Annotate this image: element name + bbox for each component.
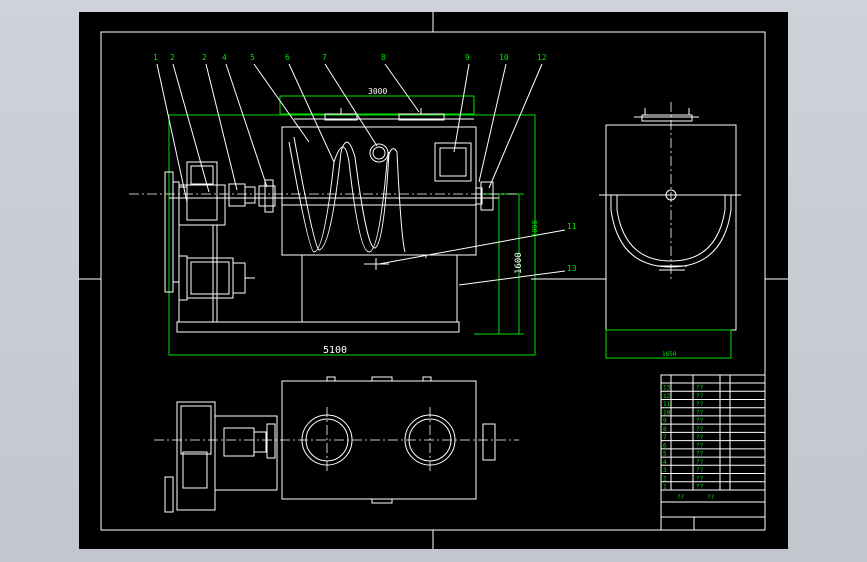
table-item-number: 6 [663, 442, 667, 449]
table-item-name: ?? [696, 451, 704, 458]
side-view [531, 102, 741, 359]
part-label-6: 6 [285, 53, 290, 62]
table-item-number: 5 [663, 451, 667, 458]
table-item-name: ?? [696, 484, 704, 491]
table-item-number: 10 [663, 409, 671, 416]
front-view [129, 63, 566, 356]
table-item-name: ?? [696, 426, 704, 433]
table-item-name: ?? [696, 442, 704, 449]
dimension-inner-height: 1098 [531, 220, 539, 237]
table-item-name: ?? [696, 401, 704, 408]
part-label-2a: 2 [170, 53, 175, 62]
table-item-number: 1 [663, 484, 667, 491]
table-item-number: 3 [663, 467, 667, 474]
part-label-8: 8 [381, 53, 386, 62]
table-item-name: ?? [696, 385, 704, 392]
table-item-number: 11 [663, 401, 671, 408]
table-bottom-text-2: ?? [707, 494, 715, 501]
table-item-name: ?? [696, 409, 704, 416]
table-item-name: ?? [696, 393, 704, 400]
part-label-2b: 2 [202, 53, 207, 62]
table-item-name: ?? [696, 459, 704, 466]
table-item-number: 8 [663, 426, 667, 433]
part-label-11: 11 [567, 222, 577, 231]
part-label-4: 4 [222, 53, 227, 62]
table-item-name: ?? [696, 418, 704, 425]
drawing-sheet[interactable]: 1 2 2 4 5 6 7 8 9 10 12 11 13 3000 5100 … [79, 12, 788, 549]
part-label-9: 9 [465, 53, 470, 62]
part-label-10: 10 [499, 53, 509, 62]
dimension-overall-length: 5100 [323, 345, 347, 356]
drawing-canvas: 1 2 2 4 5 6 7 8 9 10 12 11 13 3000 5100 … [79, 12, 788, 549]
dimension-height: 1600 [514, 252, 524, 274]
part-label-5: 5 [250, 53, 255, 62]
part-label-1: 1 [153, 53, 158, 62]
table-item-name: ?? [696, 434, 704, 441]
table-item-number: 13 [663, 385, 671, 392]
table-item-number: 9 [663, 418, 667, 425]
part-labels: 1 2 2 4 5 6 7 8 9 10 12 11 13 [153, 53, 577, 273]
table-item-number: 4 [663, 459, 667, 466]
dimension-top-width: 3000 [368, 87, 387, 96]
table-item-name: ?? [696, 467, 704, 474]
table-item-number: 7 [663, 434, 667, 441]
table-bottom-text-1: ?? [677, 494, 685, 501]
top-view [154, 376, 519, 513]
table-item-name: ?? [696, 475, 704, 482]
dimension-side-width: 1650 [662, 351, 677, 358]
part-label-13: 13 [567, 264, 577, 273]
table-item-number: 12 [663, 393, 671, 400]
part-label-12: 12 [537, 53, 547, 62]
table-item-number: 2 [663, 475, 667, 482]
parts-table: 13?? 12?? 11?? 10?? 9?? 8?? 7?? 6?? 5?? 4?? 3?? 2??… [660, 374, 766, 531]
part-label-7: 7 [322, 53, 327, 62]
